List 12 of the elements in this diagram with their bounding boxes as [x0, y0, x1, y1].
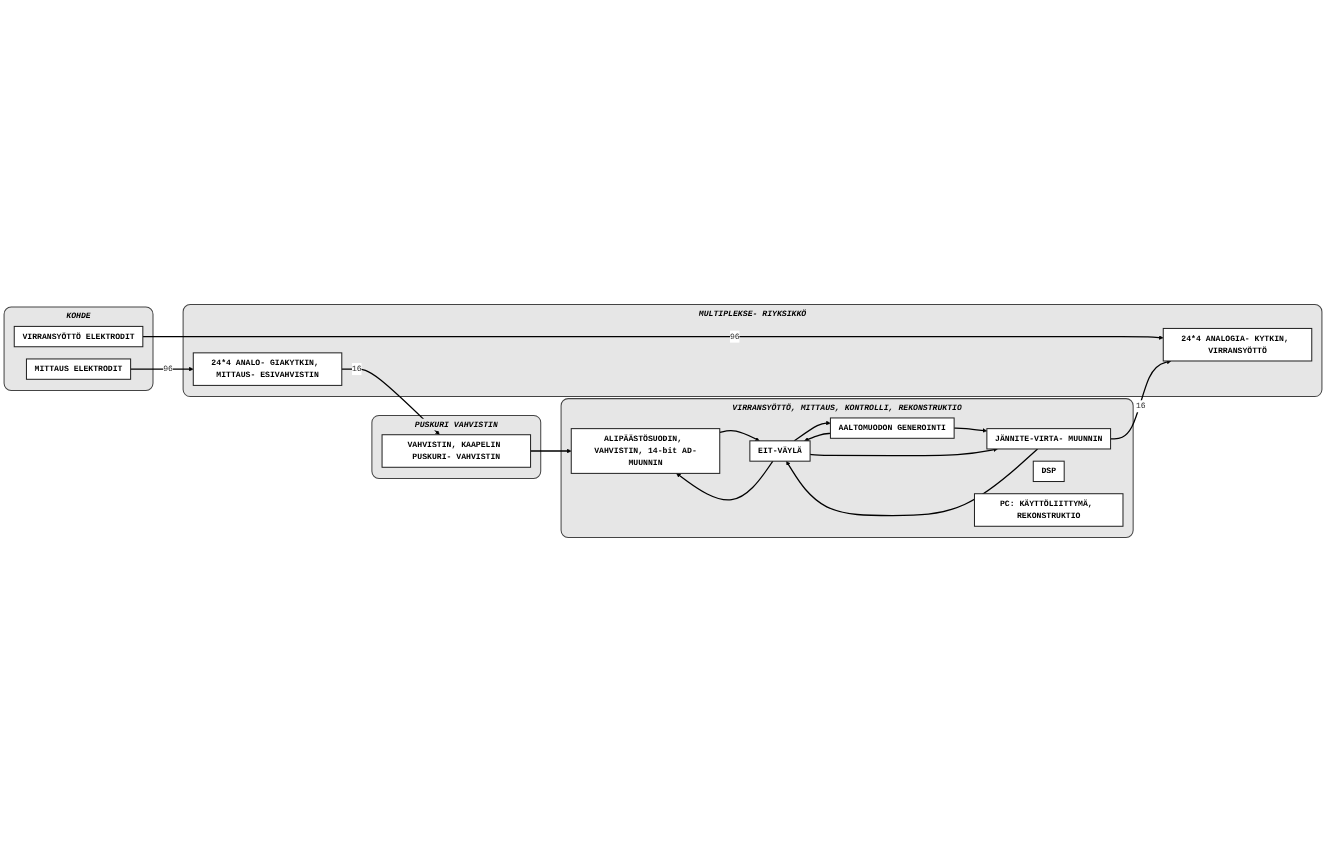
arrow: [719, 429, 760, 442]
arrow: [809, 447, 998, 457]
arrow: [1109, 359, 1172, 440]
arrow: [786, 448, 1039, 517]
arrow: [130, 366, 194, 372]
arrow: [804, 432, 832, 442]
arrow: [793, 420, 831, 442]
arrow: [341, 368, 440, 435]
arrow: [142, 335, 1164, 340]
arrow: [953, 427, 988, 433]
arrow: [676, 460, 774, 501]
arrow: [529, 448, 572, 454]
